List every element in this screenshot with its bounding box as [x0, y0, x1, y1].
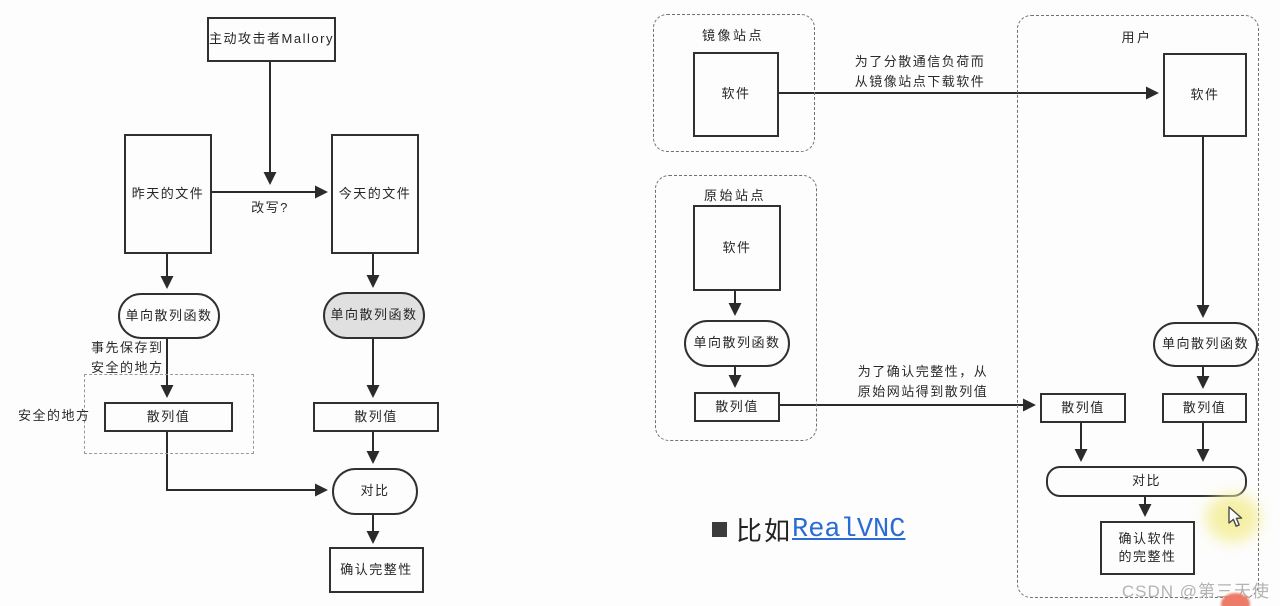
mouse-cursor-icon	[1228, 506, 1243, 527]
red-pointer-dot	[1221, 593, 1250, 606]
confirm-line2: 的完整性	[1118, 549, 1177, 564]
tamper-question-label: 改写?	[251, 200, 289, 215]
verify-note-line2: 原始网站得到散列值	[857, 384, 989, 400]
mirror-software-box: 软件	[693, 52, 779, 137]
hash-function-today-pill: 单向散列函数	[323, 292, 425, 339]
received-hash-value-box: 散列值	[1040, 393, 1126, 423]
user-hash-value-box: 散列值	[1162, 393, 1247, 423]
compare-pill-left-diagram: 对比	[332, 468, 418, 515]
mirror-site-label: 镜像站点	[701, 28, 764, 43]
yesterday-file-box: 昨天的文件	[124, 134, 212, 254]
compare-pill-right-diagram: 对比	[1046, 466, 1247, 497]
verify-note-line1: 为了确认完整性，从	[857, 364, 989, 379]
verify-integrity-note: 为了确认完整性，从 原始网站得到散列值	[848, 362, 998, 402]
caption-text: 比如	[736, 516, 793, 546]
user-label: 用户	[1121, 30, 1153, 45]
confirm-line1: 确认软件	[1118, 530, 1177, 546]
safe-place-label: 安全的地方	[18, 408, 91, 423]
confirm-software-integrity-box: 确认软件 的完整性	[1100, 521, 1195, 575]
attacker-box: 主动攻击者Mallory	[207, 17, 336, 62]
download-load-note: 为了分散通信负荷而 从镜像站点下载软件	[845, 52, 995, 92]
download-note-line2: 从镜像站点下载软件	[854, 74, 986, 90]
save-note-line2: 安全的地方	[91, 360, 164, 376]
left-diagram-connectors	[160, 58, 380, 544]
user-software-box: 软件	[1163, 53, 1247, 137]
confirm-integrity-box-left-diagram: 确认完整性	[329, 547, 424, 593]
square-bullet-icon	[712, 522, 727, 537]
hash-value-today-box: 散列值	[313, 402, 439, 432]
realvnc-link[interactable]: RealVNC	[792, 514, 906, 545]
hash-function-yesterday-pill: 单向散列函数	[118, 293, 220, 339]
origin-site-group	[655, 175, 817, 441]
caption-row: 比如 RealVNC	[712, 511, 905, 548]
save-note-line1: 事先保存到	[91, 340, 164, 355]
origin-hash-value-box: 散列值	[694, 392, 780, 422]
origin-hash-function-pill: 单向散列函数	[684, 320, 790, 367]
user-group	[1017, 15, 1259, 598]
save-in-advance-note: 事先保存到 安全的地方	[91, 338, 164, 378]
user-hash-function-pill: 单向散列函数	[1153, 322, 1258, 367]
origin-site-label: 原始站点	[703, 188, 766, 203]
download-note-line1: 为了分散通信负荷而	[854, 54, 986, 69]
mirror-site-group	[653, 14, 815, 152]
today-file-box: 今天的文件	[331, 134, 419, 254]
hash-value-yesterday-box: 散列值	[104, 402, 233, 432]
safe-place-dashed-box	[84, 374, 254, 454]
origin-software-box: 软件	[693, 205, 781, 291]
